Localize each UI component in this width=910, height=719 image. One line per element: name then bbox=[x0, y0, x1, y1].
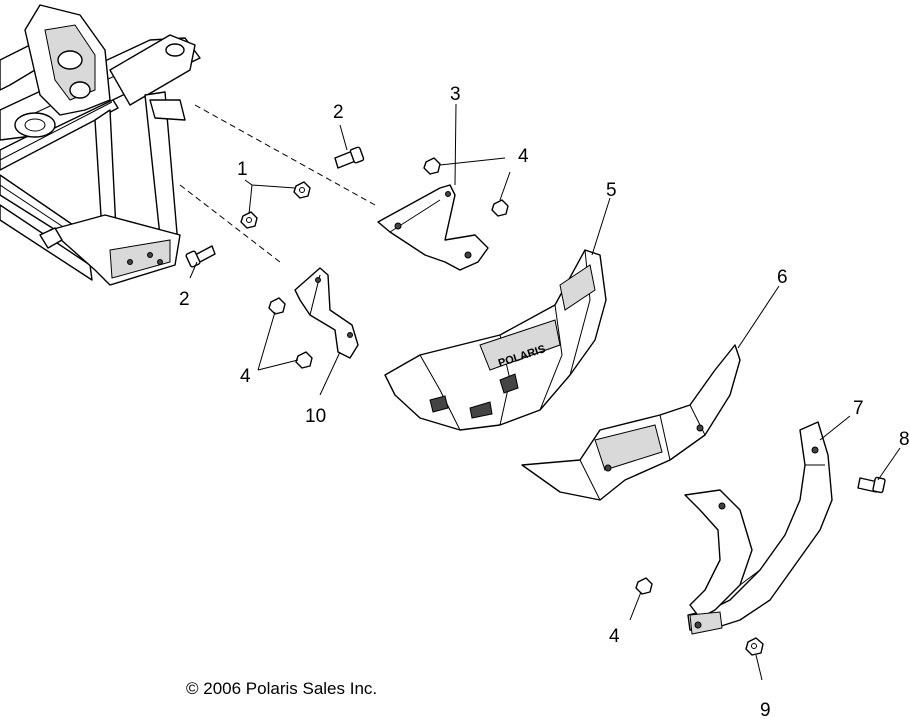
guard-6 bbox=[521, 344, 741, 501]
leader-lines bbox=[189, 103, 901, 681]
nut-4c bbox=[268, 297, 286, 315]
frame-assembly bbox=[0, 4, 201, 286]
nut-1a bbox=[293, 181, 311, 199]
nut-4b bbox=[491, 199, 509, 217]
bumper-5: POLARIS bbox=[384, 249, 607, 431]
nut-4a bbox=[423, 157, 441, 175]
callout-4-upper: 4 bbox=[518, 146, 529, 167]
alignment-line bbox=[179, 184, 281, 263]
bolt-2-lower bbox=[185, 245, 216, 268]
skid-plate-7 bbox=[684, 421, 833, 635]
callout-6: 6 bbox=[777, 267, 788, 288]
callout-4-lower: 4 bbox=[609, 626, 620, 647]
callout-10: 10 bbox=[305, 406, 326, 427]
callout-1: 1 bbox=[237, 159, 248, 180]
callout-2-upper: 2 bbox=[333, 102, 344, 123]
bracket-3 bbox=[377, 184, 489, 271]
nut-9 bbox=[745, 637, 764, 656]
callout-5: 5 bbox=[606, 180, 617, 201]
bolt-8 bbox=[857, 476, 886, 494]
callout-labels: 1 2 2 3 4 4 4 5 6 7 8 9 10 bbox=[179, 84, 910, 719]
callout-8: 8 bbox=[899, 429, 910, 450]
alignment-line bbox=[194, 104, 376, 206]
callout-7: 7 bbox=[853, 398, 864, 419]
callout-4-left: 4 bbox=[240, 366, 251, 387]
nut-4d bbox=[295, 351, 313, 369]
bolt-2-upper bbox=[334, 146, 365, 169]
callout-9: 9 bbox=[760, 700, 771, 719]
copyright-notice: © 2006 Polaris Sales Inc. bbox=[186, 679, 377, 698]
bracket-10 bbox=[294, 267, 359, 359]
callout-3: 3 bbox=[450, 84, 461, 105]
nut-4e bbox=[635, 577, 653, 595]
nut-1b bbox=[240, 211, 258, 229]
callout-2-lower: 2 bbox=[179, 289, 190, 310]
